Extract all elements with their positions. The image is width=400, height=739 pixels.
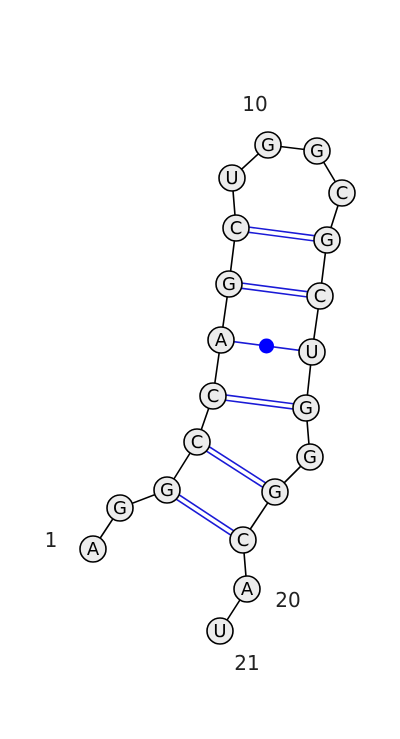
nucleotide-letter: G — [113, 498, 127, 519]
position-label-20: 20 — [275, 588, 300, 612]
nucleotide-letter: U — [225, 168, 238, 189]
nucleotide-circle — [313, 226, 341, 254]
nucleotide-circle — [153, 476, 181, 504]
canonical-pair-line — [206, 450, 264, 488]
position-label-10: 10 — [242, 92, 267, 116]
canonical-pair-line — [175, 498, 232, 536]
canonical-pair-line — [241, 287, 307, 298]
nucleotide-letter: G — [261, 135, 275, 156]
nucleotide-9: U — [218, 164, 246, 192]
nucleotide-letter: U — [213, 621, 226, 642]
nucleotide-circle — [292, 394, 320, 422]
nucleotide-circle — [207, 326, 235, 354]
nucleotide-letter: C — [207, 386, 220, 407]
nucleotide-letter: G — [303, 447, 317, 468]
nucleotide-20: A — [233, 575, 261, 603]
nucleotide-12: C — [328, 179, 356, 207]
nucleotide-circle — [106, 494, 134, 522]
nucleotide-circle — [233, 575, 261, 603]
nucleotide-circle — [183, 428, 211, 456]
canonical-pair-line — [248, 231, 314, 242]
nucleotide-2: G — [106, 494, 134, 522]
canonical-pair-line — [226, 394, 294, 405]
canonical-pair-line — [249, 226, 315, 237]
nucleotide-circle — [254, 131, 282, 159]
nucleotide-letter: C — [191, 432, 204, 453]
nucleotide-7: G — [215, 270, 243, 298]
nucleotide-18: G — [261, 478, 289, 506]
nucleotide-letter: C — [237, 530, 250, 551]
canonical-pair-line — [208, 446, 266, 484]
nucleotide-letter: C — [336, 183, 349, 204]
wobble-pair-dot — [259, 338, 274, 354]
nucleotide-21: U — [206, 617, 234, 645]
nucleotide-11: G — [303, 137, 331, 165]
nucleotide-letter: A — [215, 330, 228, 351]
nucleotide-1: A — [79, 535, 107, 563]
nucleotide-10: G — [254, 131, 282, 159]
nucleotide-circle — [328, 179, 356, 207]
nucleotide-13: G — [313, 226, 341, 254]
nucleotide-circle — [296, 443, 324, 471]
position-label-layer: 1 10 20 21 — [45, 92, 301, 675]
nucleotide-circle — [229, 526, 257, 554]
nucleotide-letter: G — [222, 274, 236, 295]
nucleotide-letter: G — [310, 141, 324, 162]
nucleotide-letter: A — [87, 539, 100, 560]
nucleotide-19: C — [229, 526, 257, 554]
nucleotide-circle — [218, 164, 246, 192]
nucleotide-circle — [303, 137, 331, 165]
nucleotide-letter: G — [320, 230, 334, 251]
nucleotide-17: G — [296, 443, 324, 471]
nucleotide-circle — [215, 270, 243, 298]
nucleotide-circle — [306, 282, 334, 310]
nucleotide-5: C — [199, 382, 227, 410]
nucleotide-circle — [261, 478, 289, 506]
nucleotide-circle — [79, 535, 107, 563]
nucleotide-14: C — [306, 282, 334, 310]
nucleotide-3: G — [153, 476, 181, 504]
nucleotide-circle — [199, 382, 227, 410]
nucleotide-letter: U — [305, 342, 318, 363]
canonical-pair-line — [242, 282, 308, 293]
nucleotide-circle — [222, 214, 250, 242]
nucleotide-letter: A — [241, 579, 254, 600]
base-pair-layer — [175, 226, 315, 536]
position-label-21: 21 — [234, 651, 259, 675]
position-label-1: 1 — [45, 528, 58, 552]
canonical-pair-line — [178, 494, 235, 532]
nucleotide-letter: C — [314, 286, 327, 307]
nucleotide-circle — [206, 617, 234, 645]
nucleotide-16: G — [292, 394, 320, 422]
nucleotide-15: U — [298, 338, 326, 366]
nucleotide-6: A — [207, 326, 235, 354]
nucleotide-circle — [298, 338, 326, 366]
nucleotide-letter: C — [230, 218, 243, 239]
nucleotide-letter: G — [268, 482, 282, 503]
nucleotide-8: C — [222, 214, 250, 242]
nucleotide-letter: G — [160, 480, 174, 501]
nucleotide-letter: G — [299, 398, 313, 419]
nucleotide-4: C — [183, 428, 211, 456]
canonical-pair-line — [225, 399, 293, 410]
